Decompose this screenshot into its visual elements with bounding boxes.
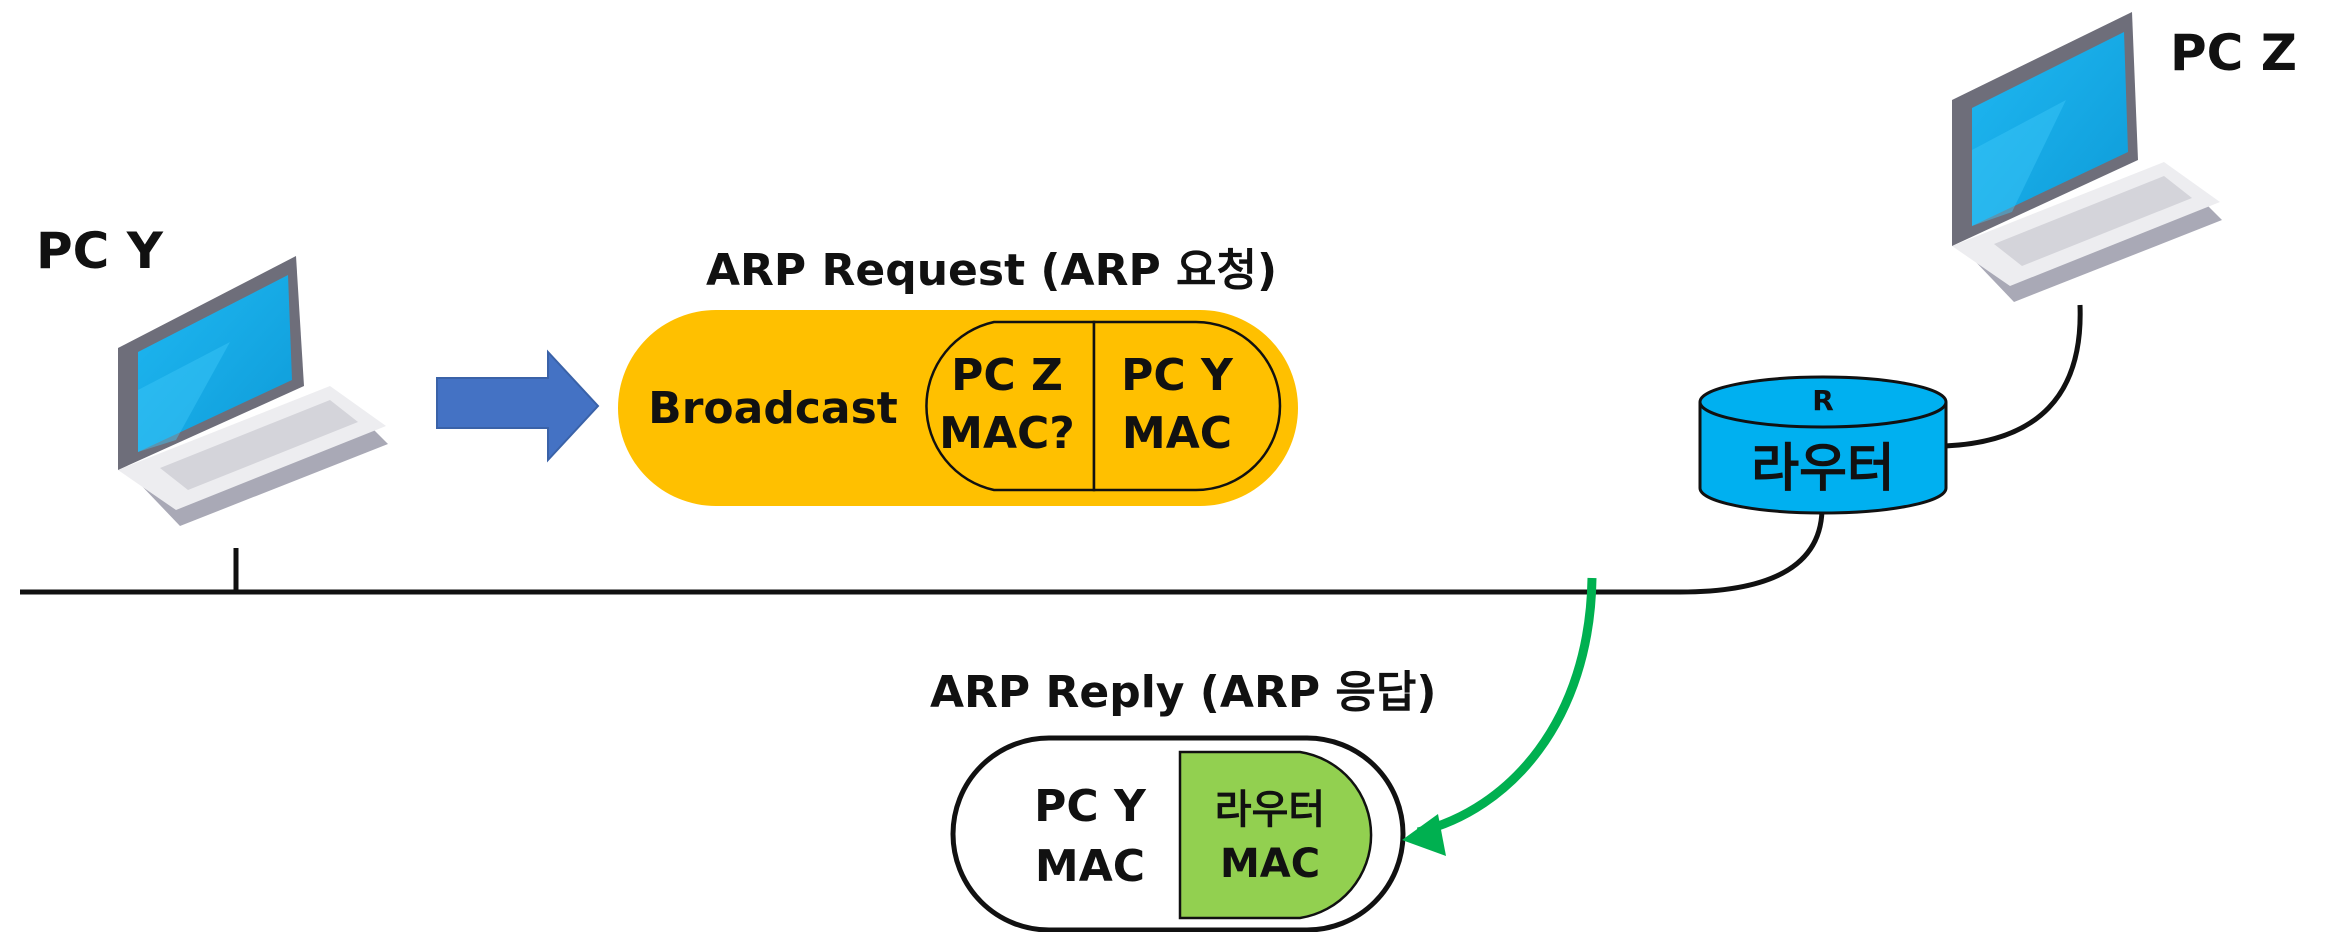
reply-dest-mac-line2: MAC [1034,841,1146,892]
network-bus-line [20,509,1825,595]
target-mac-line2: MAC? [939,408,1075,459]
reply-router-mac-cell: 라우터 MAC [1180,770,1360,904]
arp-reply-title: ARP Reply (ARP 응답) [930,667,1437,718]
router-badge: R [1812,383,1834,417]
sender-mac-cell: PC Y MAC [1094,330,1260,480]
sender-mac-line2: MAC [1121,408,1233,459]
router-icon [1698,375,1948,515]
pc-z-laptop-icon [1952,12,2222,302]
arp-request-packet [618,310,1298,506]
reply-dest-mac-cell: PC Y MAC [1000,770,1180,904]
pc-y-laptop-icon [118,256,388,526]
router-name: 라우터 [1751,438,1895,499]
target-mac-cell: PC Z MAC? [920,330,1094,480]
arp-request-title: ARP Request (ARP 요청) [706,245,1278,296]
pc-z-label: PC Z [2170,24,2298,82]
reply-arrow-icon [1416,577,1597,837]
reply-router-mac-line2: MAC [1219,841,1321,887]
reply-router-mac-line1: 라우터 [1214,787,1326,833]
pc-y-label: PC Y [36,222,163,280]
target-mac-line1: PC Z [951,350,1063,401]
broadcast-label: Broadcast [648,382,898,434]
arp-reply-packet [950,735,1406,932]
send-arrow-icon [436,349,600,463]
router-pc-z-cable [1944,304,2083,449]
reply-dest-mac-line1: PC Y [1034,781,1146,832]
sender-mac-line1: PC Y [1121,350,1233,401]
reply-arrow-head-icon [1402,814,1446,856]
